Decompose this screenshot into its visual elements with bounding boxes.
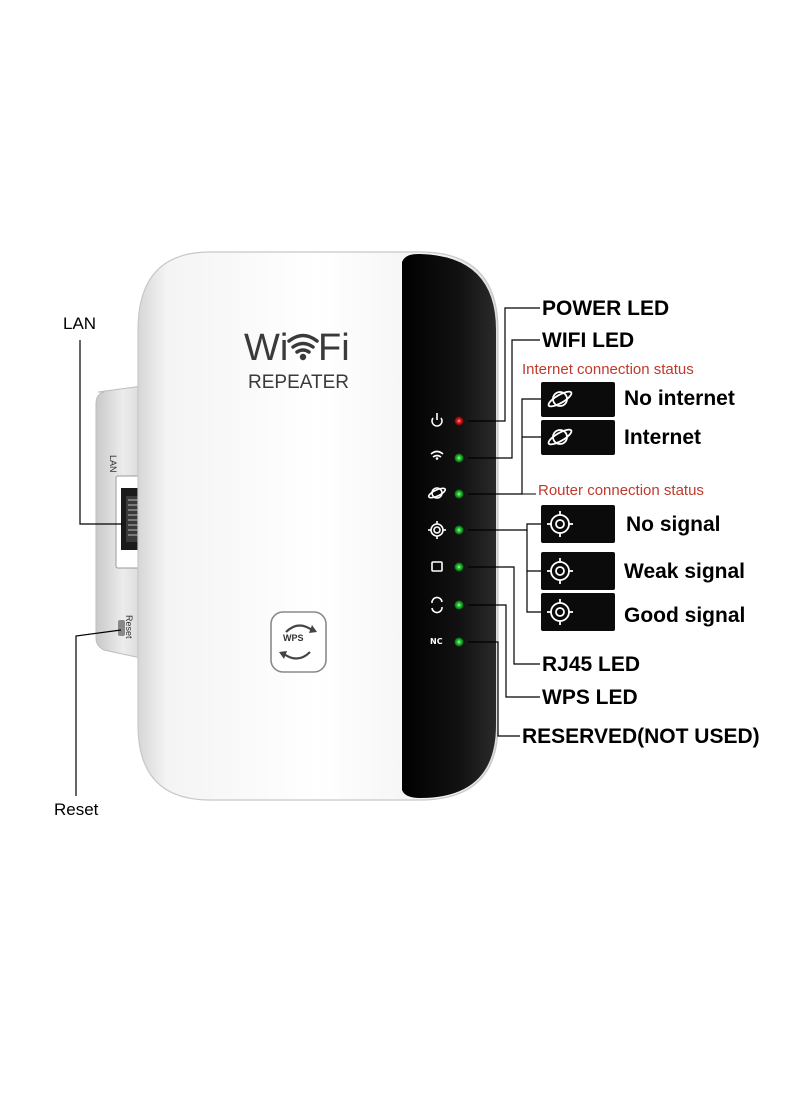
weak-signal-label: Weak signal bbox=[624, 560, 745, 583]
legend-box-no-signal bbox=[541, 505, 615, 543]
reserved-led bbox=[454, 637, 464, 647]
rj45-led-label: RJ45 LED bbox=[542, 653, 641, 676]
wps-button[interactable]: WPS bbox=[283, 633, 304, 643]
no-internet-label: No internet bbox=[624, 387, 735, 410]
brand-model: REPEATER bbox=[248, 372, 350, 393]
internet-led bbox=[454, 489, 464, 499]
legend-box-internet bbox=[541, 420, 615, 455]
router-led bbox=[454, 525, 464, 535]
side-lan-label: LAN bbox=[108, 455, 118, 473]
power-led-label: POWER LED bbox=[542, 297, 670, 320]
nc-label: NC bbox=[430, 637, 443, 646]
lan-label: LAN bbox=[63, 314, 97, 333]
reserved-label: RESERVED(NOT USED) bbox=[522, 725, 760, 748]
rj45-led bbox=[454, 562, 464, 572]
side-reset-label: Reset bbox=[124, 615, 134, 639]
reset-label: Reset bbox=[54, 800, 99, 819]
legend-box-good-signal bbox=[541, 593, 615, 631]
good-signal-label: Good signal bbox=[624, 604, 746, 627]
brand-fi: Fi bbox=[318, 327, 350, 369]
wifi-led bbox=[454, 453, 464, 463]
wifi-logo-icon bbox=[287, 333, 319, 354]
wps-led bbox=[454, 600, 464, 610]
wifi-led-label: WIFI LED bbox=[542, 329, 635, 352]
no-signal-label: No signal bbox=[626, 513, 721, 536]
brand-wi: Wi bbox=[244, 327, 289, 369]
router-status-title: Router connection status bbox=[538, 482, 704, 499]
wps-led-label: WPS LED bbox=[542, 686, 638, 709]
legend-box-weak-signal bbox=[541, 552, 615, 590]
internet-label: Internet bbox=[624, 426, 702, 449]
internet-status-title: Internet connection status bbox=[522, 361, 694, 378]
legend-box-no-internet bbox=[541, 382, 615, 417]
power-led bbox=[454, 416, 464, 426]
